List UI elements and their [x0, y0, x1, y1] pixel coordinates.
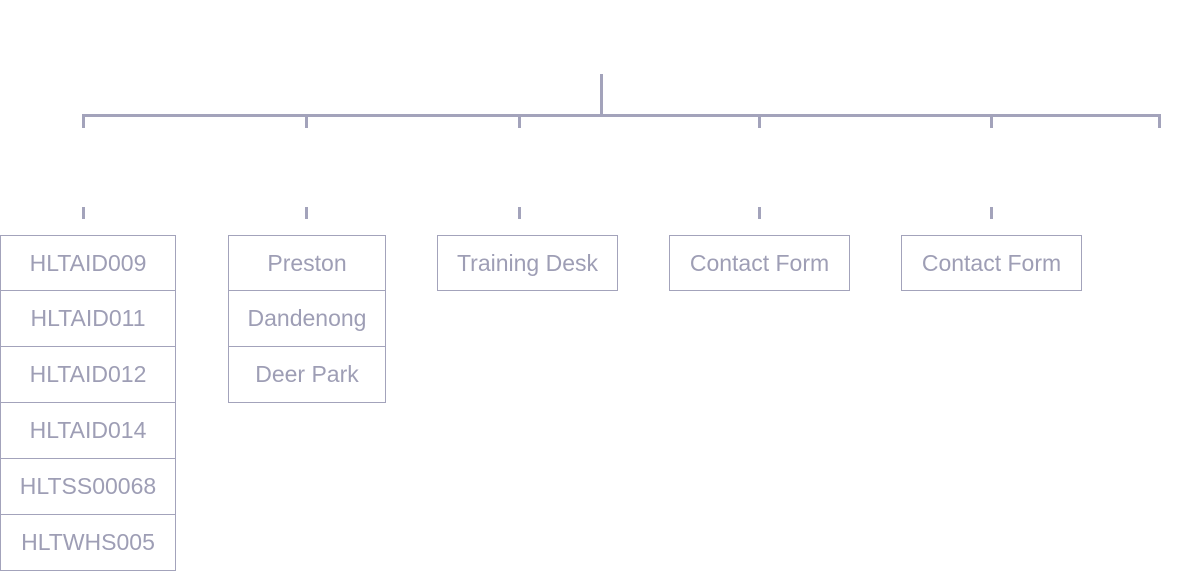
course-node: HLTAID011	[0, 291, 176, 347]
branch-tick-2	[305, 114, 308, 128]
course-node: HLTAID014	[0, 403, 176, 459]
location-column: Preston Dandenong Deer Park	[228, 235, 386, 403]
branch-tick-6	[1158, 114, 1161, 128]
branch-tick-3	[518, 114, 521, 128]
branch-tick-4	[758, 114, 761, 128]
node-tick-5	[990, 207, 993, 219]
node-tick-1	[82, 207, 85, 219]
location-node: Preston	[228, 235, 386, 291]
root-stem	[600, 74, 603, 116]
course-column: HLTAID009 HLTAID011 HLTAID012 HLTAID014 …	[0, 235, 176, 571]
course-node: HLTAID012	[0, 347, 176, 403]
contact-form-column-1: Contact Form	[669, 235, 850, 291]
node-tick-2	[305, 207, 308, 219]
contact-form-node: Contact Form	[669, 235, 850, 291]
location-node: Dandenong	[228, 291, 386, 347]
node-tick-3	[518, 207, 521, 219]
node-tick-4	[758, 207, 761, 219]
training-desk-column: Training Desk	[437, 235, 618, 291]
branch-tick-1	[82, 114, 85, 128]
course-node: HLTAID009	[0, 235, 176, 291]
contact-form-node: Contact Form	[901, 235, 1082, 291]
contact-form-column-2: Contact Form	[901, 235, 1082, 291]
course-node: HLTSS00068	[0, 459, 176, 515]
training-desk-node: Training Desk	[437, 235, 618, 291]
branch-tick-5	[990, 114, 993, 128]
location-node: Deer Park	[228, 347, 386, 403]
top-bar	[82, 114, 1161, 117]
course-node: HLTWHS005	[0, 515, 176, 571]
